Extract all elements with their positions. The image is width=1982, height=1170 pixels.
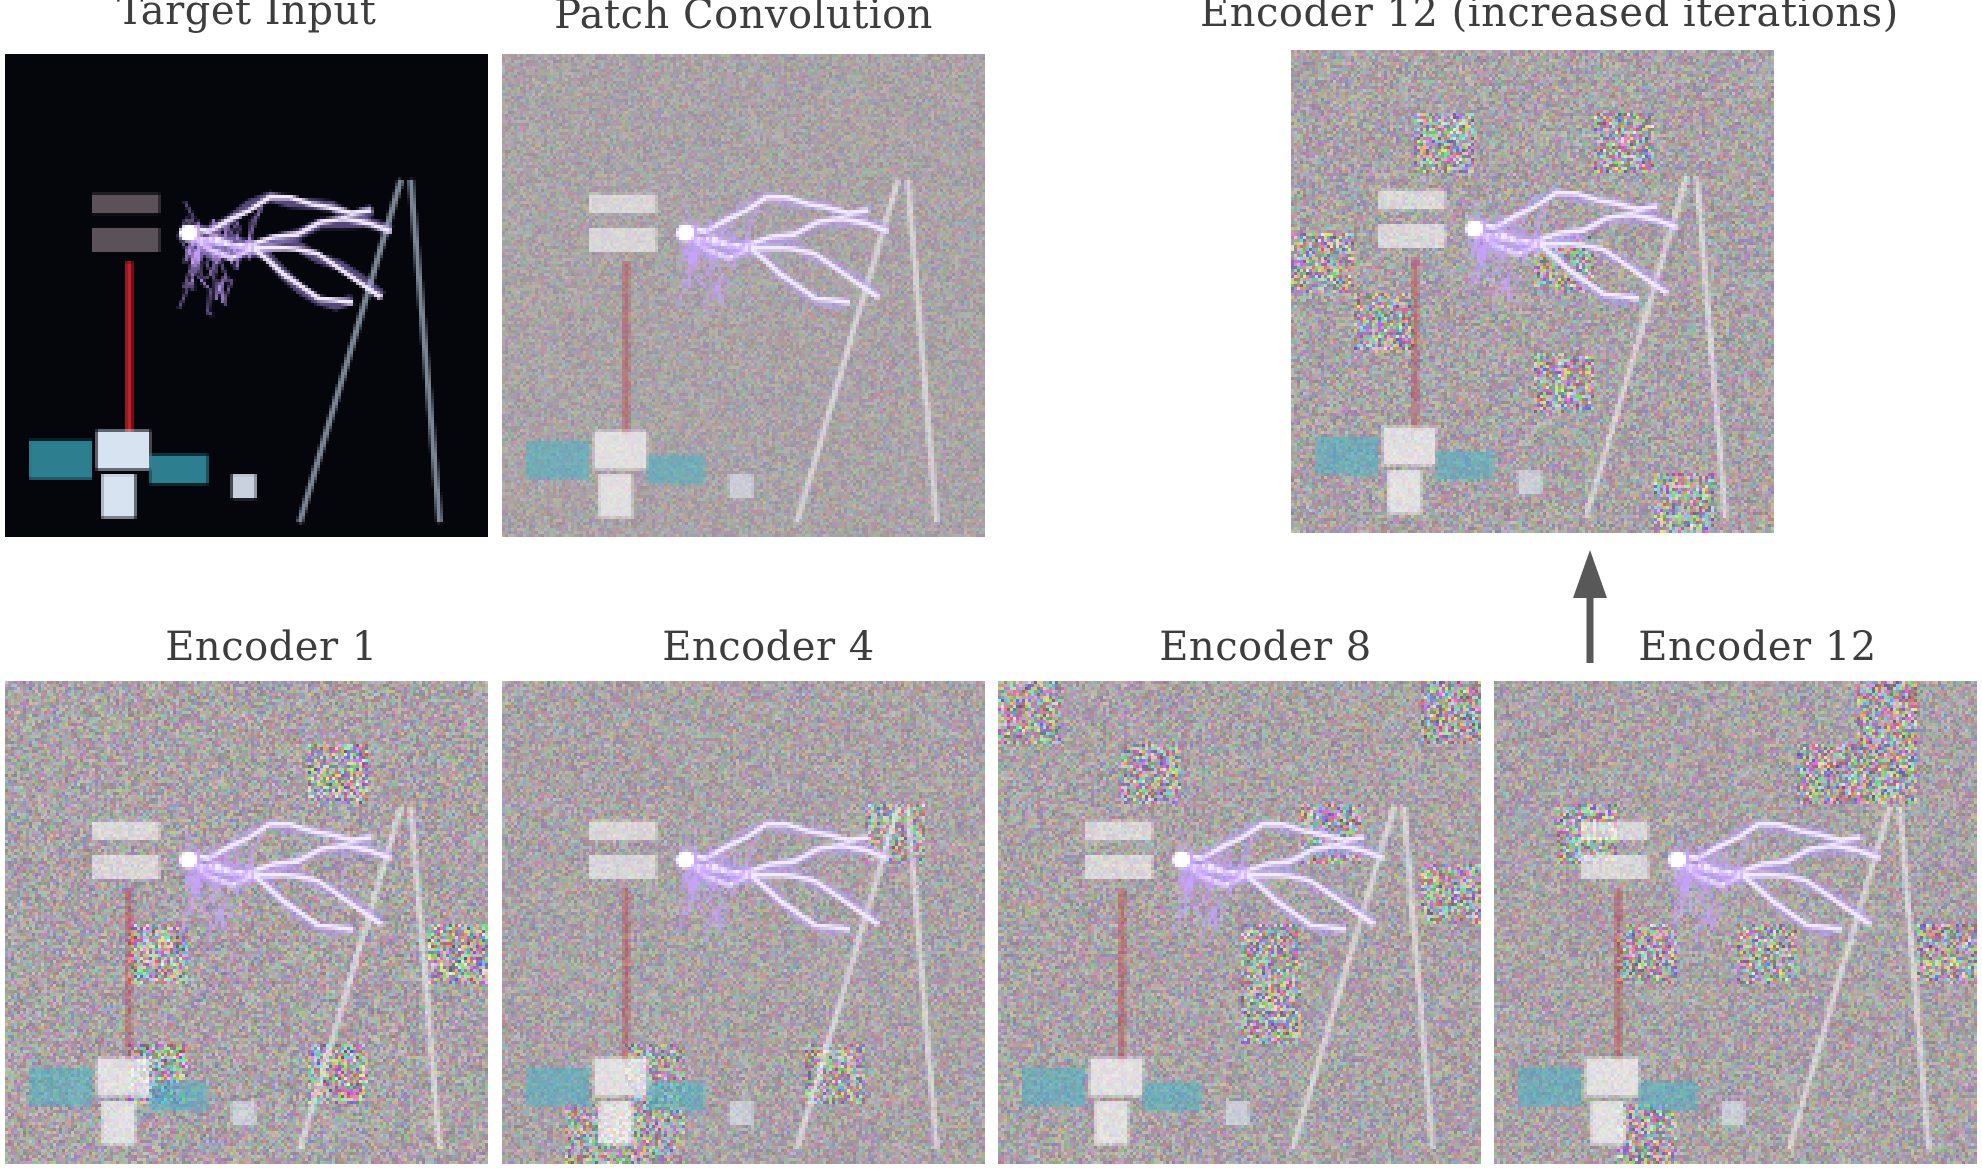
panel-title-patch-convolution: Patch Convolution xyxy=(554,0,933,38)
image-encoder-1 xyxy=(5,681,488,1164)
panel-title-target-input: Target Input xyxy=(116,0,377,34)
panel-title-encoder-8: Encoder 8 xyxy=(1159,624,1372,670)
panel-title-encoder-4: Encoder 4 xyxy=(662,624,875,670)
image-patch-convolution xyxy=(502,54,985,537)
panel-title-encoder-12: Encoder 12 xyxy=(1638,624,1877,670)
panel-title-encoder-12-increased-iterations: Encoder 12 (increased iterations) xyxy=(1200,0,1899,36)
image-encoder-12 xyxy=(1494,681,1977,1164)
image-target-input xyxy=(5,54,488,537)
image-encoder-8 xyxy=(998,681,1481,1164)
image-encoder-12-increased-iterations xyxy=(1291,50,1774,533)
image-encoder-4 xyxy=(502,681,985,1164)
up-arrow-icon xyxy=(1573,550,1607,663)
panel-title-encoder-1: Encoder 1 xyxy=(165,624,378,670)
